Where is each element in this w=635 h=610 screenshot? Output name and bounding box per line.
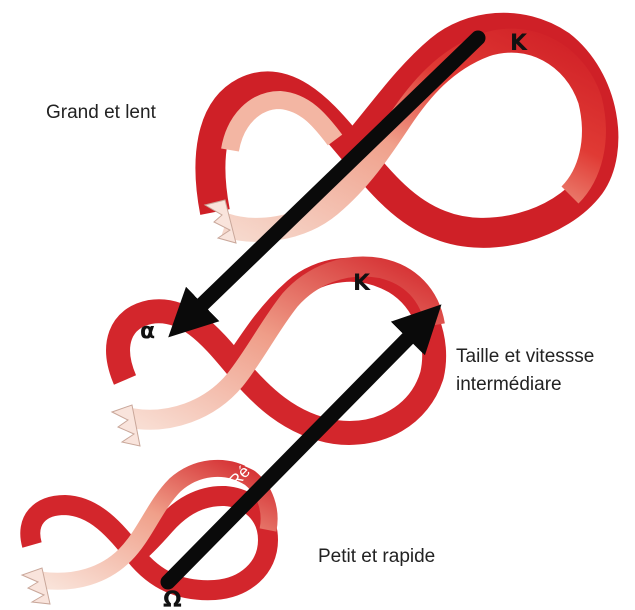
revolt-arrow <box>168 318 428 582</box>
large-loop-label: Grand et lent <box>46 102 157 123</box>
loop-large <box>205 28 603 243</box>
memory-arrow-label: Mémoire <box>252 145 313 205</box>
loop-small <box>22 468 269 604</box>
kappa-mid-symbol: K <box>353 271 371 296</box>
medium-loop-label-line2: intermédiare <box>456 374 562 395</box>
medium-loop-label-line1: Taille et vitessse <box>456 346 594 367</box>
small-loop-label: Petit et rapide <box>318 546 435 567</box>
omega-symbol: Ω <box>163 588 182 610</box>
kappa-top-symbol: K <box>510 31 528 56</box>
alpha-symbol: α <box>140 319 155 344</box>
